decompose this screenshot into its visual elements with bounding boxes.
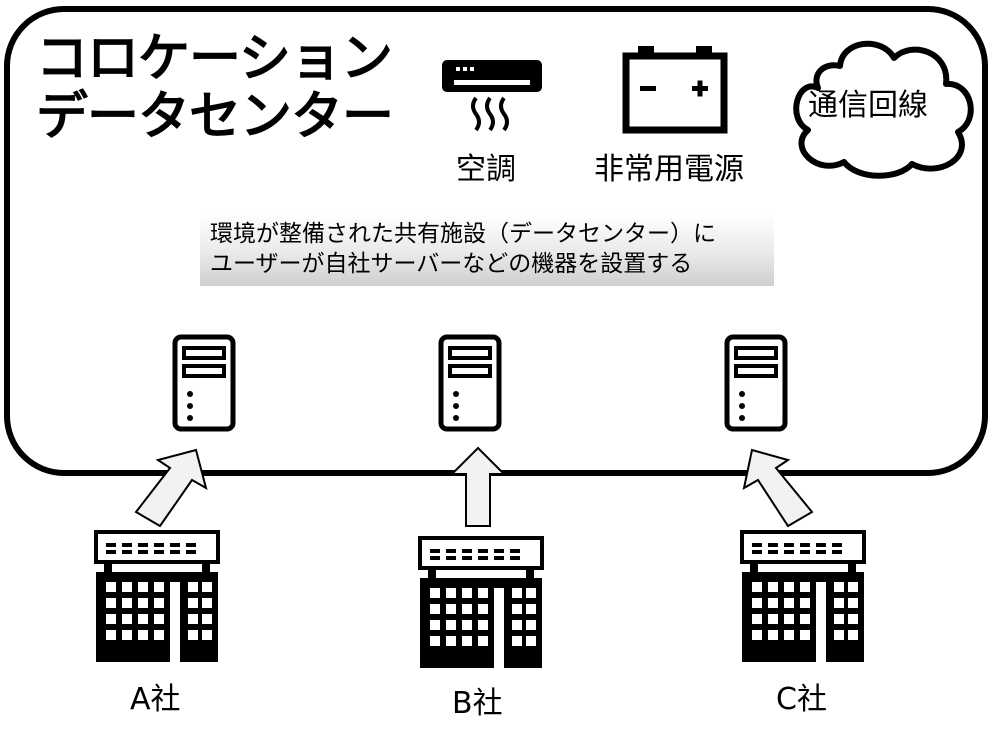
building-icon [418,536,544,668]
server-icon [438,334,502,432]
building-icon [94,530,220,662]
power-label: 非常用電源 [594,152,744,187]
title-line-1: コロケーション [36,29,393,89]
arrow-up-icon [134,448,208,528]
company-label-c: C社 [776,682,827,717]
datacenter-title: コロケーション データセンター [36,29,394,147]
server-icon [172,334,236,432]
aircon-label: 空調 [456,152,516,187]
description-note: 環境が整備された共有施設（データセンター）に ユーザーが自社サーバーなどの機器を… [200,214,774,286]
company-label-a: A社 [130,682,181,717]
title-line-2: データセンター [36,87,394,147]
air-conditioner-icon [442,60,542,132]
arrow-up-icon [449,446,507,527]
battery-icon [622,46,728,134]
note-line-1: 環境が整備された共有施設（データセンター）に [210,221,716,247]
company-label-b: B社 [452,686,503,721]
building-icon [740,530,866,662]
server-icon [724,334,788,432]
arrow-up-icon [742,448,814,528]
network-label: 通信回線 [808,88,928,123]
cloud-icon [793,40,974,179]
note-line-2: ユーザーが自社サーバーなどの機器を設置する [210,251,693,277]
